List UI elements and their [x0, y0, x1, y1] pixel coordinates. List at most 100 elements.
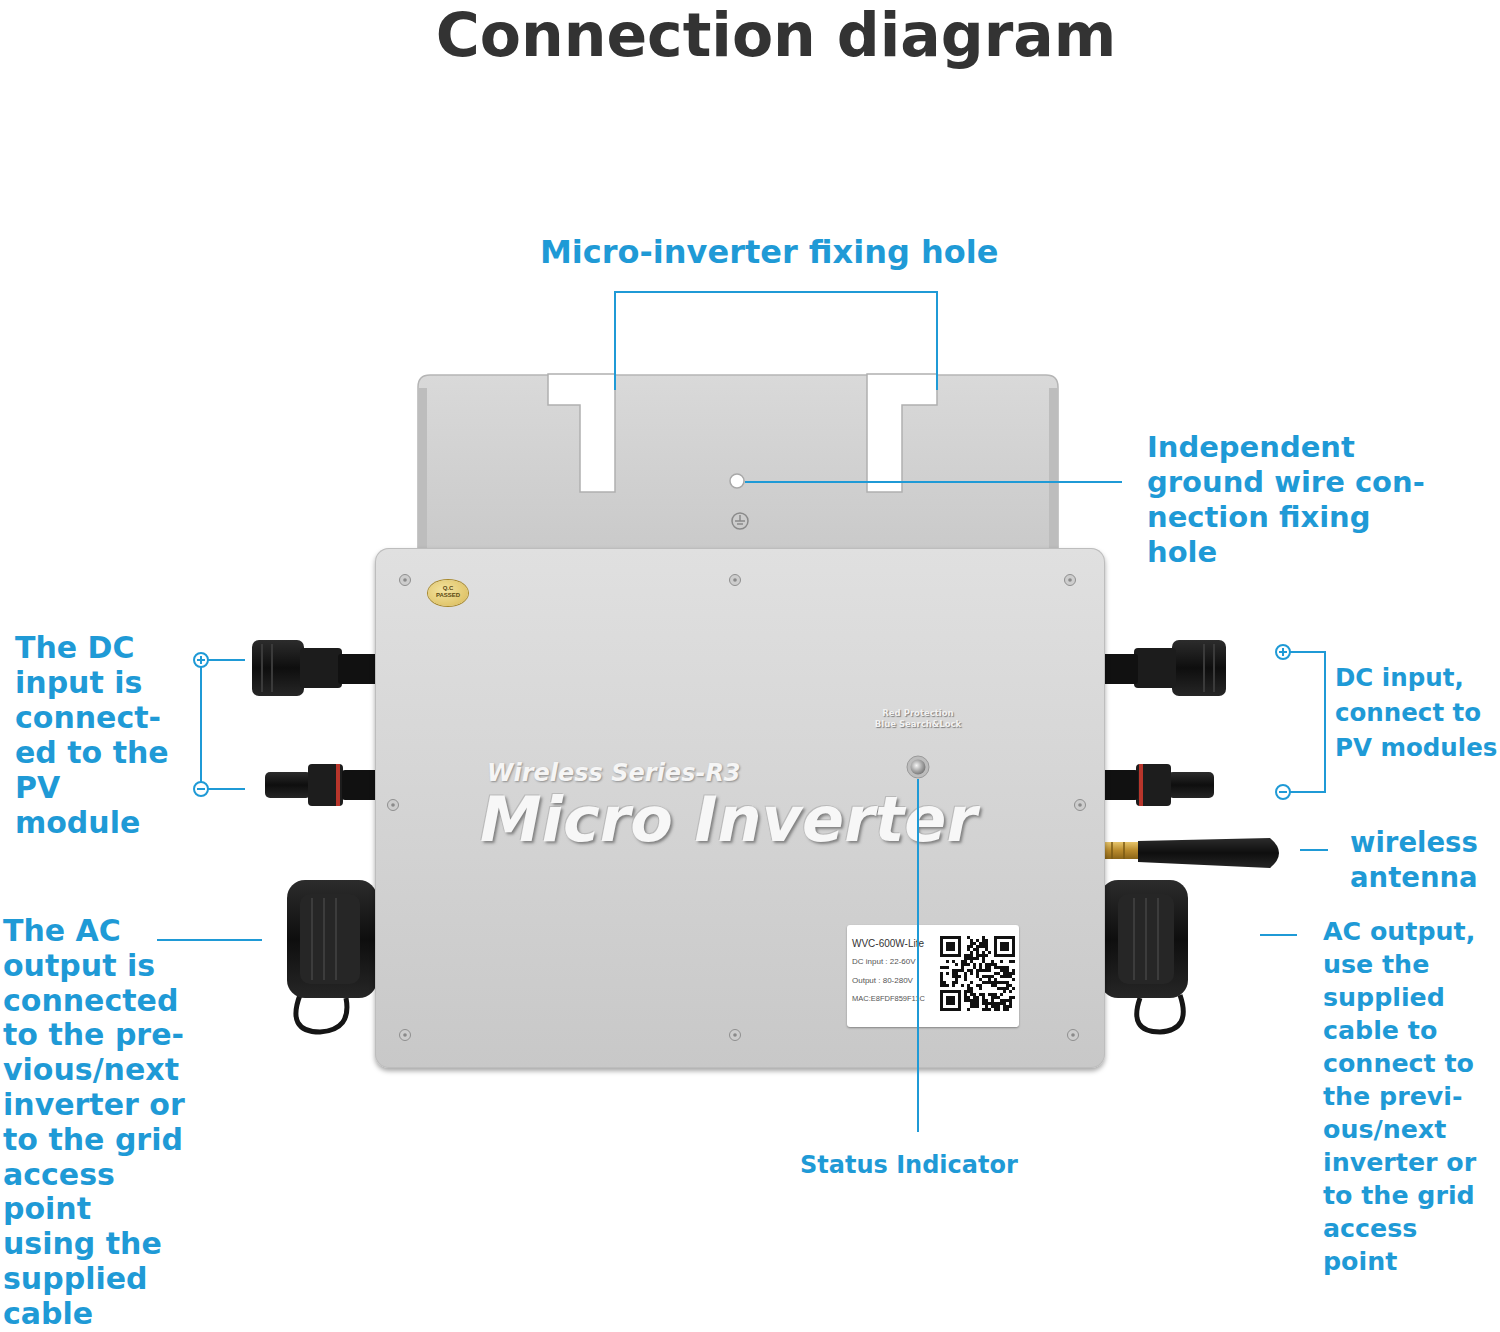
- ground-symbol-line: [735, 520, 745, 522]
- diagram-title: Connection diagram: [276, 0, 1276, 70]
- connector-ridge: [1157, 898, 1159, 980]
- fixing-slot: [548, 374, 615, 492]
- bracket-flange: [1049, 388, 1058, 558]
- antenna-rod: [1138, 838, 1279, 868]
- plus-symbol: [200, 656, 202, 664]
- polarity-symbols: [194, 645, 1290, 799]
- ground-symbol-ring: [732, 513, 748, 529]
- status-indicator: [907, 756, 929, 778]
- connector-stripe: [1139, 764, 1143, 806]
- qr-code: [940, 936, 1015, 1011]
- connector-ridge: [311, 898, 313, 980]
- bracket-flange: [418, 388, 427, 558]
- connector-ridge: [1145, 898, 1147, 980]
- callout-label: Status Indicator: [800, 1150, 1060, 1180]
- screw: [400, 575, 411, 586]
- ac-connector-left: [287, 880, 377, 1032]
- minus-symbol: [197, 788, 205, 790]
- qc-sticker: Q.C PASSED: [428, 580, 468, 606]
- callout-label: The AC output is connected to the pre- v…: [3, 914, 189, 1332]
- qr-modules: [940, 936, 1015, 1011]
- screw: [1075, 800, 1086, 811]
- product-name: Micro Inverter: [480, 785, 1080, 855]
- connector-ridge: [1213, 644, 1215, 692]
- connector-part: [300, 648, 342, 688]
- screw: [400, 1030, 411, 1041]
- ac-connector-body: [1100, 880, 1188, 998]
- screw-center: [1078, 803, 1082, 807]
- connector-part: [338, 654, 378, 684]
- connector-part: [308, 764, 343, 806]
- leader-lines: [157, 292, 1328, 1132]
- screw-center: [733, 578, 737, 582]
- callout-label: DC input, connect to PV modules: [1335, 660, 1500, 765]
- connector-part: [1100, 770, 1138, 800]
- connector-part: [1134, 648, 1176, 688]
- fixing-slot: [867, 374, 937, 492]
- ground-symbol: [732, 513, 748, 529]
- dc-connector-right-positive: [1100, 640, 1226, 696]
- ac-connector-ring: [1118, 894, 1174, 984]
- indicator-legend: Red Protection Blue Search&Lock: [873, 708, 963, 730]
- callout-label: Micro-inverter fixing hole: [540, 232, 1060, 272]
- ac-connector-ring: [300, 894, 360, 984]
- connector-ridge: [323, 898, 325, 980]
- callout-label: wireless antenna: [1350, 825, 1495, 895]
- rating-text: Output : 80-280V: [852, 976, 944, 986]
- minus-symbol: [1279, 791, 1287, 793]
- callout-label: AC output, use the supplied cable to con…: [1323, 915, 1488, 1278]
- dc-connector-right-negative: [1100, 764, 1214, 806]
- screw: [388, 800, 399, 811]
- connector-ridge: [1133, 898, 1135, 980]
- antenna-ridge: [1111, 842, 1113, 859]
- ac-cap-strap: [1137, 995, 1184, 1032]
- screw-center: [1071, 1033, 1075, 1037]
- connector-ridge: [261, 644, 263, 692]
- connector-part: [1168, 772, 1214, 798]
- mac-text: MAC:E8FDF859F11C: [852, 994, 944, 1004]
- screw: [1065, 575, 1076, 586]
- connector-part: [252, 640, 304, 696]
- dc-connector-left-positive: [252, 640, 378, 696]
- wireless-antenna: [1100, 838, 1279, 868]
- antenna-base: [1100, 842, 1140, 859]
- ac-cap-strap: [296, 995, 347, 1032]
- screw-center: [391, 803, 395, 807]
- screw: [730, 575, 741, 586]
- leader-line: [745, 481, 1122, 483]
- connector-ridge: [271, 644, 273, 692]
- callout-label: Independent ground wire con- nection fix…: [1147, 430, 1432, 570]
- qc-text: Q.C PASSED: [430, 585, 466, 599]
- rating-text: DC input : 22-60V: [852, 957, 944, 967]
- indicator-ring: [907, 756, 929, 778]
- ground-hole: [730, 474, 744, 488]
- connector-part: [1172, 640, 1226, 696]
- connector-part: [1136, 764, 1171, 806]
- minus-symbol: [194, 782, 208, 796]
- series-name: Wireless Series-R3: [487, 759, 907, 787]
- connector-part: [1100, 654, 1138, 684]
- ground-symbol-line: [737, 523, 743, 525]
- connector-part: [265, 772, 311, 798]
- connector-part: [342, 770, 378, 800]
- ac-connector-right: [1100, 880, 1188, 1032]
- bracket-plate: [418, 375, 1058, 560]
- leader-line: [615, 292, 937, 390]
- screw-group: [388, 575, 1086, 1041]
- leader-line: [208, 659, 245, 661]
- screw: [1068, 1030, 1079, 1041]
- callout-label: The DC input is connect- ed to the PV mo…: [15, 630, 180, 840]
- indicator-lens: [911, 760, 926, 775]
- screw-center: [733, 1033, 737, 1037]
- plus-symbol: [194, 653, 208, 667]
- plus-symbol: [1282, 648, 1284, 656]
- connector-stripe: [336, 764, 340, 806]
- minus-symbol: [1276, 785, 1290, 799]
- leader-line: [200, 667, 202, 782]
- plus-symbol: [1276, 645, 1290, 659]
- leader-line: [1260, 934, 1297, 936]
